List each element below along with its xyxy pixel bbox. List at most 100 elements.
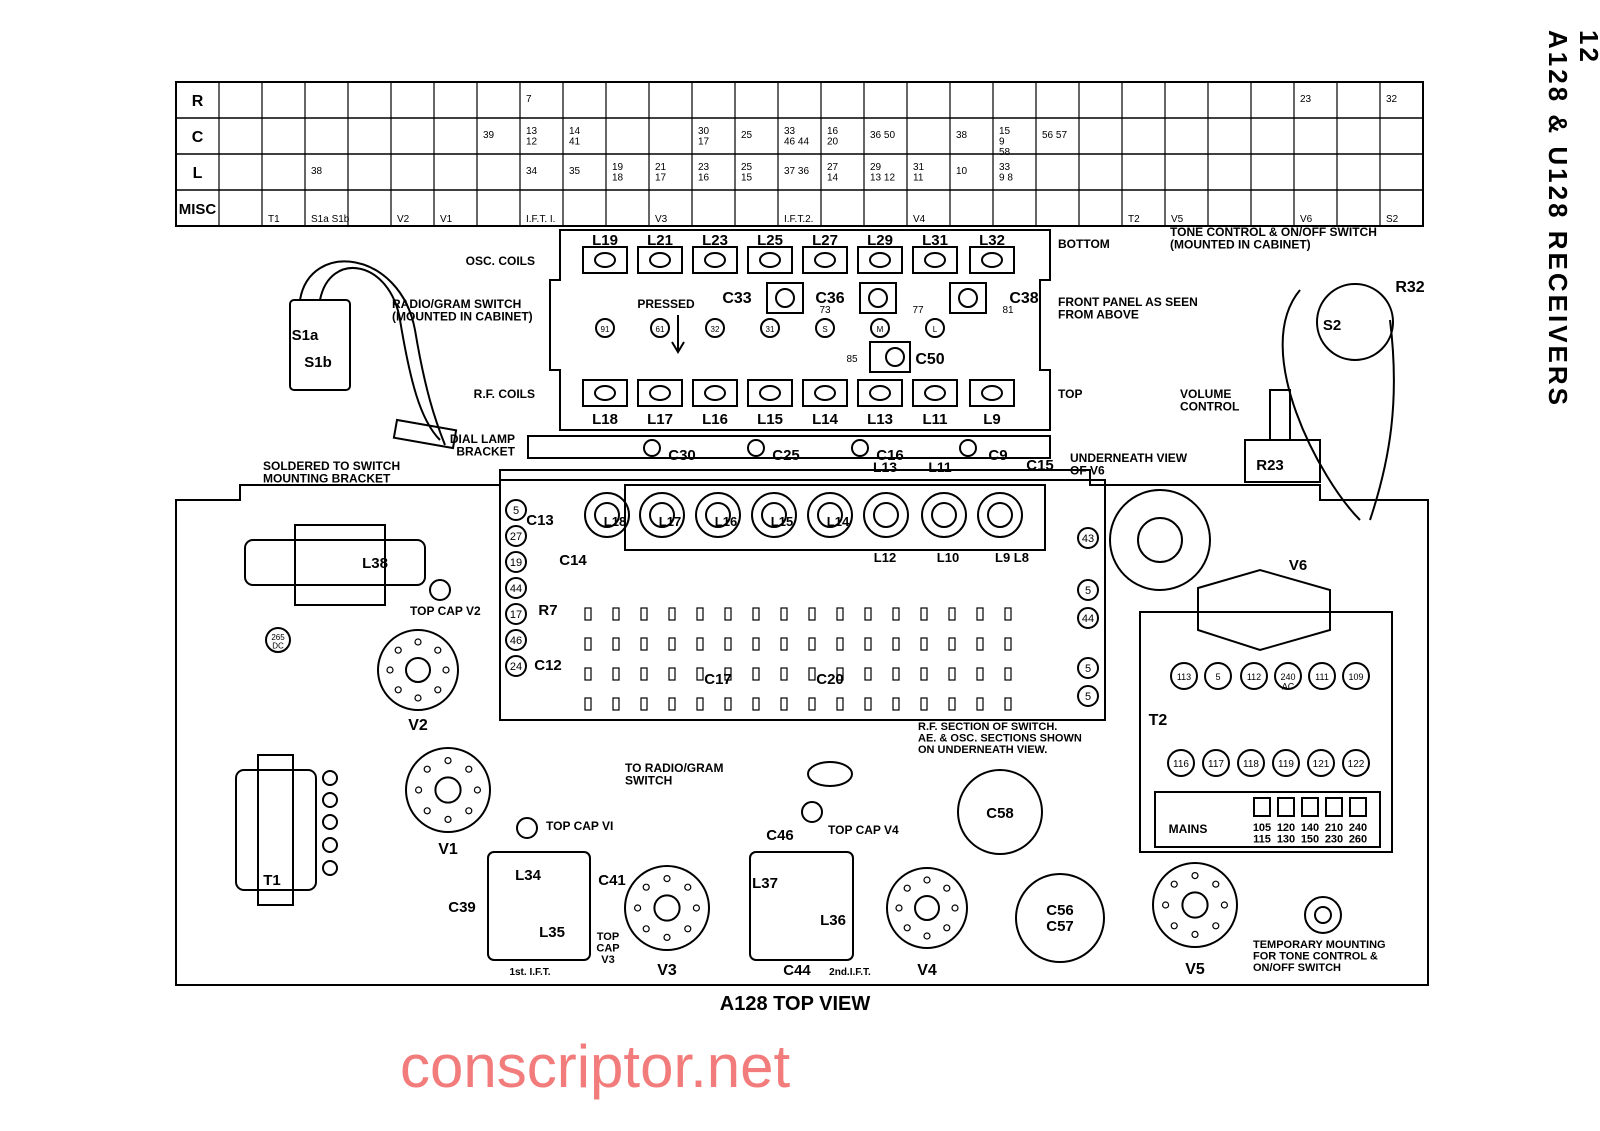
trimmer-label: C33	[722, 290, 751, 307]
left-tag-label: 17	[510, 609, 522, 621]
switch-note: R.F. SECTION OF SWITCH.AE. & OSC. SECTIO…	[918, 721, 1082, 756]
coil-can-label: L16	[715, 514, 737, 529]
v4-pin	[923, 876, 931, 884]
c50-pin: 85	[846, 354, 858, 365]
r32-pot	[1316, 283, 1394, 361]
v5-socket-key	[1181, 891, 1209, 919]
v2-pin	[442, 666, 450, 674]
v2-pin	[414, 638, 422, 646]
left-tag-label: 27	[510, 531, 522, 543]
switch-contact	[584, 667, 592, 681]
t2-upper-tag-label: 5	[1215, 672, 1220, 682]
coil-can-inner	[987, 502, 1013, 528]
switch-contact	[640, 637, 648, 651]
v1-pin	[465, 807, 473, 815]
switch-contact	[696, 607, 704, 621]
v4-pin	[923, 932, 931, 940]
switch-contact	[696, 697, 704, 711]
t2-lower-tag-label: 118	[1243, 759, 1259, 770]
rf-coil-label: L9	[983, 411, 1001, 428]
switch-contact	[752, 607, 760, 621]
right-tag-label: 5	[1085, 663, 1091, 675]
dial-lamp-cap-label: C30	[668, 447, 696, 464]
trimmer-pin: 73	[819, 305, 831, 316]
right-tag	[1077, 657, 1099, 679]
dial-lamp-socket	[959, 439, 977, 457]
l38-frame	[244, 539, 426, 586]
coil-can-inner	[705, 502, 731, 528]
osc-coil-slug	[924, 252, 946, 268]
switch-contact	[808, 637, 816, 651]
right-tag	[1077, 527, 1099, 549]
v3-pin	[642, 925, 650, 933]
coil-can-label: L11	[928, 459, 952, 475]
switch-contact	[1004, 667, 1012, 681]
switch-contact	[668, 607, 676, 621]
right-tag-label: 5	[1085, 691, 1091, 703]
rf-coil-label: L14	[812, 411, 839, 428]
v1-label: V1	[438, 841, 458, 858]
trimmer-pin: 77	[912, 305, 924, 316]
switch-contact	[668, 637, 676, 651]
v1-socket	[405, 747, 491, 833]
s1b-label: S1b	[304, 354, 332, 371]
v4-pin	[943, 884, 951, 892]
ift1-can	[487, 851, 591, 961]
v6-socket-under	[1109, 489, 1211, 591]
v2-pin	[394, 646, 402, 654]
switch-contact	[780, 637, 788, 651]
tone-control-title: TONE CONTROL & ON/OFF SWITCH(MOUNTED IN …	[1170, 225, 1377, 252]
switch-contact	[892, 637, 900, 651]
table-row-header: R	[192, 93, 204, 110]
coil-can-label: L14	[827, 514, 850, 529]
table-cell: T2	[1128, 214, 1140, 225]
switch-contact	[864, 637, 872, 651]
coil-can-label: L9 L8	[995, 550, 1029, 565]
t2-lower-tag	[1202, 749, 1230, 777]
ift1-part: L35	[539, 924, 565, 941]
osc-coil-slug	[814, 252, 836, 268]
t2-label: T2	[1149, 712, 1168, 729]
table-cell: I.F.T.2.	[784, 214, 813, 225]
v4-socket	[886, 867, 968, 949]
switch-contact	[892, 607, 900, 621]
v3-pin	[663, 933, 671, 942]
t2-lower-tag	[1272, 749, 1300, 777]
switch-contact	[584, 637, 592, 651]
temp-mount-hole	[1314, 906, 1332, 924]
t2-upper-tag-label: 111	[1315, 672, 1329, 682]
left-tag-label: 5	[513, 505, 519, 517]
switch-contact	[1004, 697, 1012, 711]
osc-coil	[747, 246, 793, 274]
rf-coil	[912, 379, 958, 407]
table-cell: V2	[397, 214, 410, 225]
mains-tap	[1325, 797, 1343, 817]
v1-pin	[423, 807, 431, 815]
t1-frame	[235, 769, 317, 891]
coil-can-label: L17	[659, 514, 681, 529]
rf-coil	[637, 379, 683, 407]
button-mark-label: S	[822, 325, 827, 334]
switch-contact	[836, 637, 844, 651]
v4-pin	[903, 884, 911, 892]
switch-contact	[612, 637, 620, 651]
coil-can	[863, 492, 909, 538]
s1a-label: S1a	[292, 327, 319, 344]
switch-part-label: R7	[538, 602, 557, 619]
c58-label: C58	[986, 805, 1014, 822]
rf-coil-label: L11	[922, 411, 947, 428]
rf-coil-slug	[924, 385, 946, 401]
coil-can	[584, 492, 630, 538]
s1-switch-body	[289, 299, 351, 391]
switch-contact	[892, 667, 900, 681]
v4-pin	[951, 904, 959, 912]
v2-pin	[394, 686, 402, 694]
coil-can-label: L18	[604, 514, 626, 529]
v1-pin	[473, 786, 481, 794]
